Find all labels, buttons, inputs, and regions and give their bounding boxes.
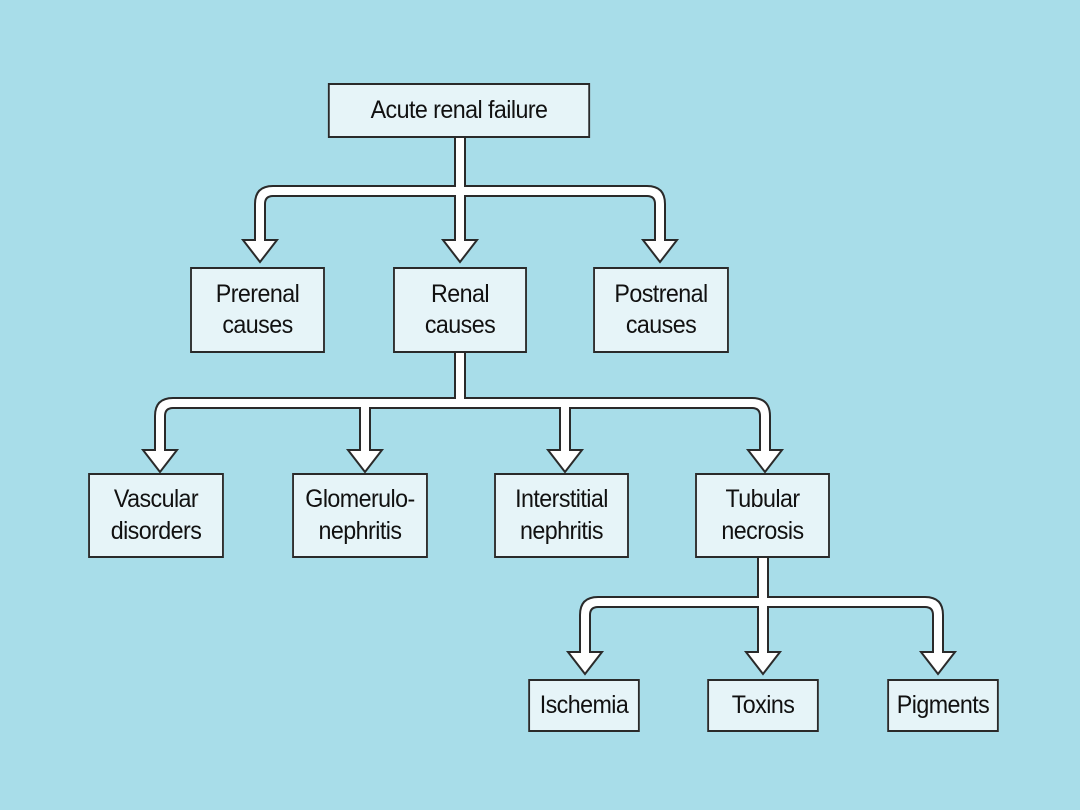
- node-label: Glomerulo- nephritis: [305, 485, 415, 545]
- node-ischemia: Ischemia: [528, 679, 640, 732]
- node-postrenal-causes: Postrenal causes: [593, 267, 729, 353]
- node-renal-causes: Renal causes: [393, 267, 527, 353]
- node-label: Interstitial nephritis: [515, 485, 608, 545]
- node-prerenal-causes: Prerenal causes: [190, 267, 325, 353]
- node-pigments: Pigments: [887, 679, 999, 732]
- node-tubular-necrosis: Tubular necrosis: [695, 473, 830, 558]
- node-label: Tubular necrosis: [721, 485, 804, 545]
- node-acute-renal-failure: Acute renal failure: [327, 83, 591, 138]
- connector-root-to-causes: [240, 136, 680, 264]
- node-label: Pigments: [896, 690, 990, 719]
- node-label: Postrenal causes: [614, 279, 708, 339]
- connector-tubular-to-causes: [565, 556, 958, 676]
- node-vascular-disorders: Vascular disorders: [88, 473, 224, 558]
- node-label: Prerenal causes: [215, 279, 300, 339]
- node-toxins: Toxins: [707, 679, 819, 732]
- node-label: Acute renal failure: [370, 95, 548, 124]
- node-label: Toxins: [731, 690, 795, 719]
- node-label: Renal causes: [424, 279, 496, 339]
- node-label: Ischemia: [539, 690, 629, 719]
- node-glomerulonephritis: Glomerulo- nephritis: [292, 473, 428, 558]
- node-label: Vascular disorders: [110, 485, 202, 545]
- connector-renal-to-subtypes: [140, 351, 785, 474]
- node-interstitial-nephritis: Interstitial nephritis: [494, 473, 629, 558]
